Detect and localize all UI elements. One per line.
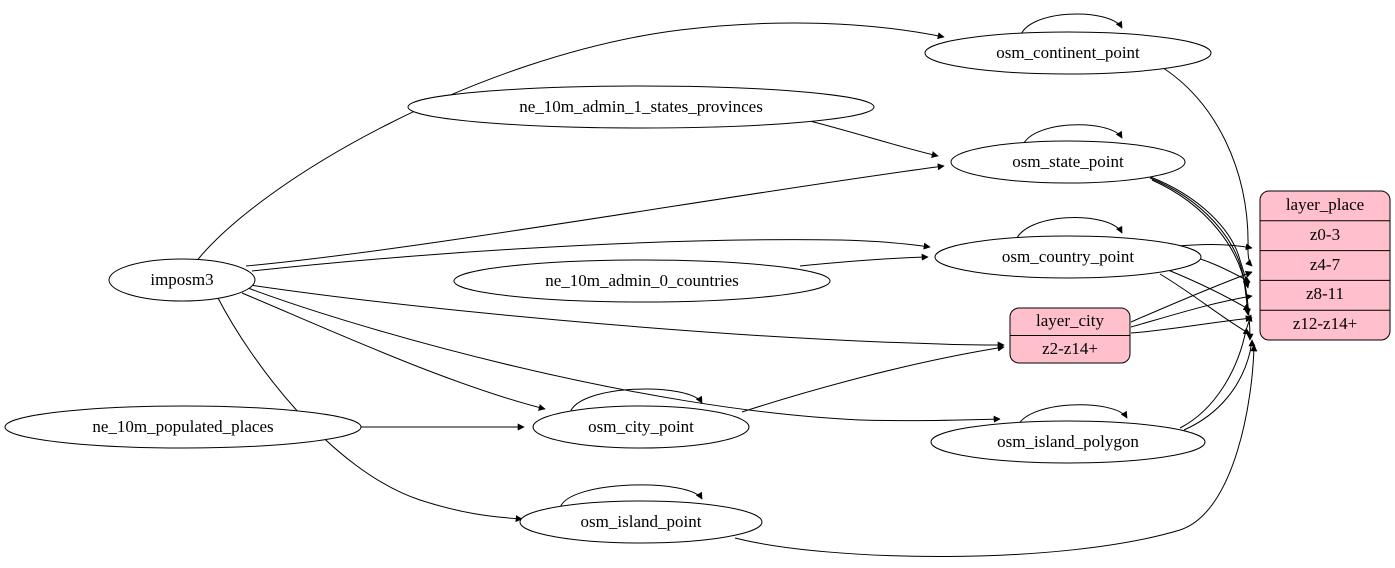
edge-osm-island-point-to-layer-place-z12-z14	[734, 344, 1258, 557]
edge-osm-island-polygon-self-loop	[1016, 404, 1128, 429]
record-layer-place-row-z8-11[interactable]: z8-11	[1306, 284, 1344, 303]
edge-imposm3-to-osm-city-point	[241, 292, 546, 411]
edge-ne-states-to-osm-state-point	[809, 120, 939, 158]
node-osm-state-point-label: osm_state_point	[1012, 152, 1124, 171]
node-osm-continent-point-label: osm_continent_point	[996, 43, 1140, 62]
node-osm-island-point-label: osm_island_point	[581, 512, 702, 531]
node-ne-10m-admin-0-countries[interactable]: ne_10m_admin_0_countries	[453, 259, 831, 303]
edge-osm-continent-point-self-loop	[1019, 13, 1123, 39]
edge-osm-state-point-self-loop	[1021, 124, 1123, 149]
edge-ne-countries-to-osm-country-point	[799, 253, 929, 267]
record-layer-city-header: layer_city	[1036, 311, 1104, 330]
node-osm-country-point-label: osm_country_point	[1002, 247, 1134, 266]
record-node-layer-city[interactable]: layer_city z2-z14+	[1009, 307, 1131, 364]
edge-imposm3-to-layer-city	[249, 284, 1005, 349]
nodes-layer: imposm3 ne_10m_admin_1_states_provinces …	[4, 31, 1391, 544]
record-layer-place-row-z4-7[interactable]: z4-7	[1310, 255, 1341, 274]
edge-layer-city-to-layer-place-z4-7	[1130, 293, 1253, 328]
node-ne-populated-label: ne_10m_populated_places	[92, 417, 273, 436]
edge-layer-city-to-layer-place-z8-11	[1130, 315, 1253, 334]
node-ne-10m-admin-1-states-provinces[interactable]: ne_10m_admin_1_states_provinces	[407, 85, 875, 129]
node-imposm3-label: imposm3	[150, 270, 213, 289]
node-osm-country-point[interactable]: osm_country_point	[934, 235, 1202, 279]
node-ne-states-label: ne_10m_admin_1_states_provinces	[519, 97, 763, 116]
record-node-layer-place[interactable]: layer_place z0-3 z4-7 z8-11 z12-z14+	[1259, 190, 1391, 341]
node-osm-island-polygon[interactable]: osm_island_polygon	[930, 420, 1206, 464]
node-ne-10m-populated-places[interactable]: ne_10m_populated_places	[4, 405, 362, 449]
edge-osm-city-point-to-layer-city	[741, 344, 1005, 413]
record-layer-place-header: layer_place	[1286, 195, 1364, 214]
node-imposm3[interactable]: imposm3	[108, 258, 256, 302]
edge-imposm3-to-osm-continent-point	[194, 22, 945, 264]
edge-osm-continent-point-to-layer-place-z0-3	[1159, 65, 1253, 267]
record-layer-city-row-z2-z14[interactable]: z2-z14+	[1042, 339, 1098, 358]
edge-osm-country-point-to-layer-place-z8-11	[1167, 269, 1251, 311]
edge-osm-island-polygon-to-layer-place-z12-z14	[1183, 339, 1256, 431]
record-layer-place-row-z12-z14[interactable]: z12-z14+	[1293, 314, 1357, 333]
node-osm-continent-point[interactable]: osm_continent_point	[924, 31, 1212, 75]
edge-osm-state-point-to-layer-place-z8-11	[1149, 177, 1251, 316]
edge-osm-island-point-self-loop	[559, 484, 703, 509]
edge-osm-country-point-self-loop	[1014, 217, 1123, 244]
edge-osm-island-polygon-to-layer-place-z8-11	[1179, 314, 1253, 429]
edge-imposm3-to-osm-island-polygon	[247, 287, 1001, 423]
node-osm-city-point[interactable]: osm_city_point	[532, 405, 750, 449]
edge-imposm3-to-osm-country-point	[251, 239, 931, 272]
edge-osm-city-point-self-loop	[569, 388, 703, 414]
node-osm-island-polygon-label: osm_island_polygon	[997, 432, 1139, 451]
edges-layer	[194, 13, 1258, 557]
node-osm-state-point[interactable]: osm_state_point	[950, 140, 1186, 184]
node-osm-city-point-label: osm_city_point	[588, 417, 694, 436]
node-osm-island-point[interactable]: osm_island_point	[519, 500, 763, 544]
node-ne-countries-label: ne_10m_admin_0_countries	[545, 271, 739, 290]
record-layer-place-row-z0-3[interactable]: z0-3	[1310, 225, 1340, 244]
edge-imposm3-to-osm-island-point	[217, 297, 523, 523]
edge-layer-city-to-layer-place-z0-3	[1130, 270, 1253, 323]
edge-imposm3-to-osm-state-point	[245, 163, 945, 267]
